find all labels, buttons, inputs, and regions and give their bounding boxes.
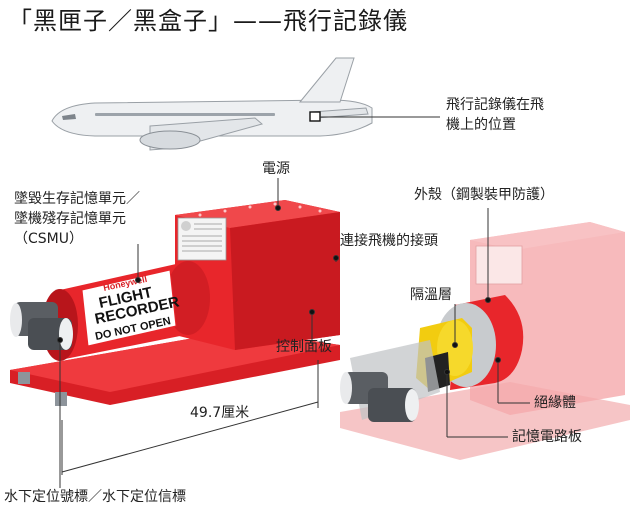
airplane-illustration	[51, 57, 440, 151]
label-power: 電源	[262, 161, 290, 177]
recorder-location-marker	[309, 111, 321, 122]
label-position-line1: 飛行記錄儀在飛	[446, 97, 544, 113]
label-memory-board: 記憶電路板	[512, 429, 582, 445]
label-insulation: 隔溫層	[410, 287, 452, 303]
label-csmu-line2: 墜機殘存記憶單元	[14, 211, 126, 227]
flight-recorder-cutaway	[340, 222, 630, 460]
leader-lines	[57, 178, 530, 488]
label-insulator: 絕緣體	[534, 395, 576, 411]
flight-recorder-assembled	[10, 200, 340, 406]
label-csmu-line1: 墜毀生存記憶單元／	[14, 191, 140, 207]
label-shell: 外殼（鋼製裝甲防護）	[414, 187, 554, 203]
label-length: 49.7厘米	[190, 405, 250, 421]
label-connector: 連接飛機的接頭	[340, 233, 438, 249]
label-beacon: 水下定位號標／水下定位信標	[4, 489, 186, 505]
label-control-board: 控制面板	[276, 339, 332, 355]
label-csmu-line3: （CSMU）	[14, 231, 83, 247]
page-title: 「黑匣子／黑盒子」——飛行記錄儀	[8, 7, 408, 35]
label-position-line2: 機上的位置	[446, 117, 516, 133]
